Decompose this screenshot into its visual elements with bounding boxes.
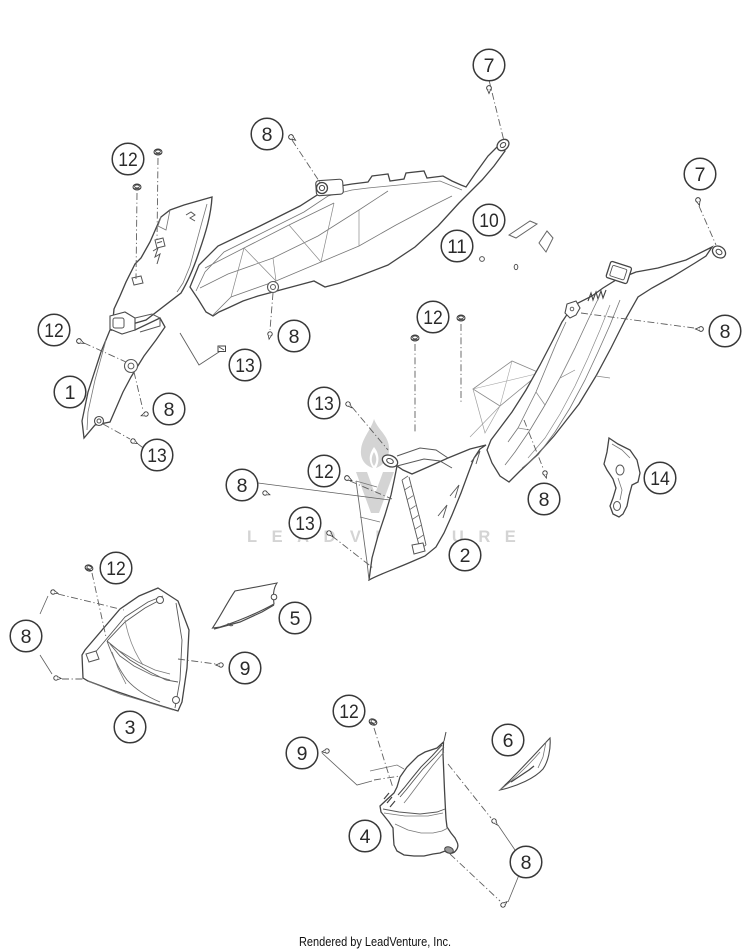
- svg-text:7: 7: [695, 164, 706, 186]
- svg-text:7: 7: [484, 55, 495, 77]
- svg-text:9: 9: [240, 658, 251, 680]
- svg-text:1: 1: [65, 382, 76, 404]
- svg-text:13: 13: [147, 446, 167, 467]
- svg-text:12: 12: [423, 308, 443, 329]
- svg-text:6: 6: [503, 730, 514, 752]
- svg-text:8: 8: [521, 852, 532, 874]
- svg-text:3: 3: [125, 717, 136, 739]
- svg-text:9: 9: [297, 743, 308, 765]
- svg-text:Rendered by LeadVenture, Inc.: Rendered by LeadVenture, Inc.: [299, 935, 451, 949]
- svg-text:13: 13: [235, 356, 255, 377]
- svg-text:13: 13: [314, 394, 334, 415]
- svg-text:8: 8: [21, 626, 32, 648]
- svg-text:11: 11: [447, 237, 467, 258]
- svg-text:14: 14: [650, 469, 670, 490]
- svg-text:8: 8: [237, 475, 248, 497]
- svg-text:8: 8: [164, 399, 175, 421]
- svg-text:4: 4: [360, 826, 371, 848]
- svg-text:8: 8: [539, 489, 550, 511]
- svg-text:8: 8: [720, 321, 731, 343]
- svg-text:12: 12: [339, 702, 359, 723]
- svg-text:12: 12: [106, 559, 126, 580]
- svg-text:2: 2: [460, 545, 471, 567]
- svg-text:12: 12: [118, 150, 138, 171]
- svg-text:13: 13: [295, 514, 315, 535]
- svg-text:5: 5: [290, 608, 301, 630]
- svg-text:12: 12: [314, 462, 334, 483]
- svg-text:8: 8: [289, 326, 300, 348]
- svg-text:8: 8: [262, 124, 273, 146]
- svg-text:10: 10: [479, 211, 499, 232]
- svg-text:12: 12: [44, 321, 64, 342]
